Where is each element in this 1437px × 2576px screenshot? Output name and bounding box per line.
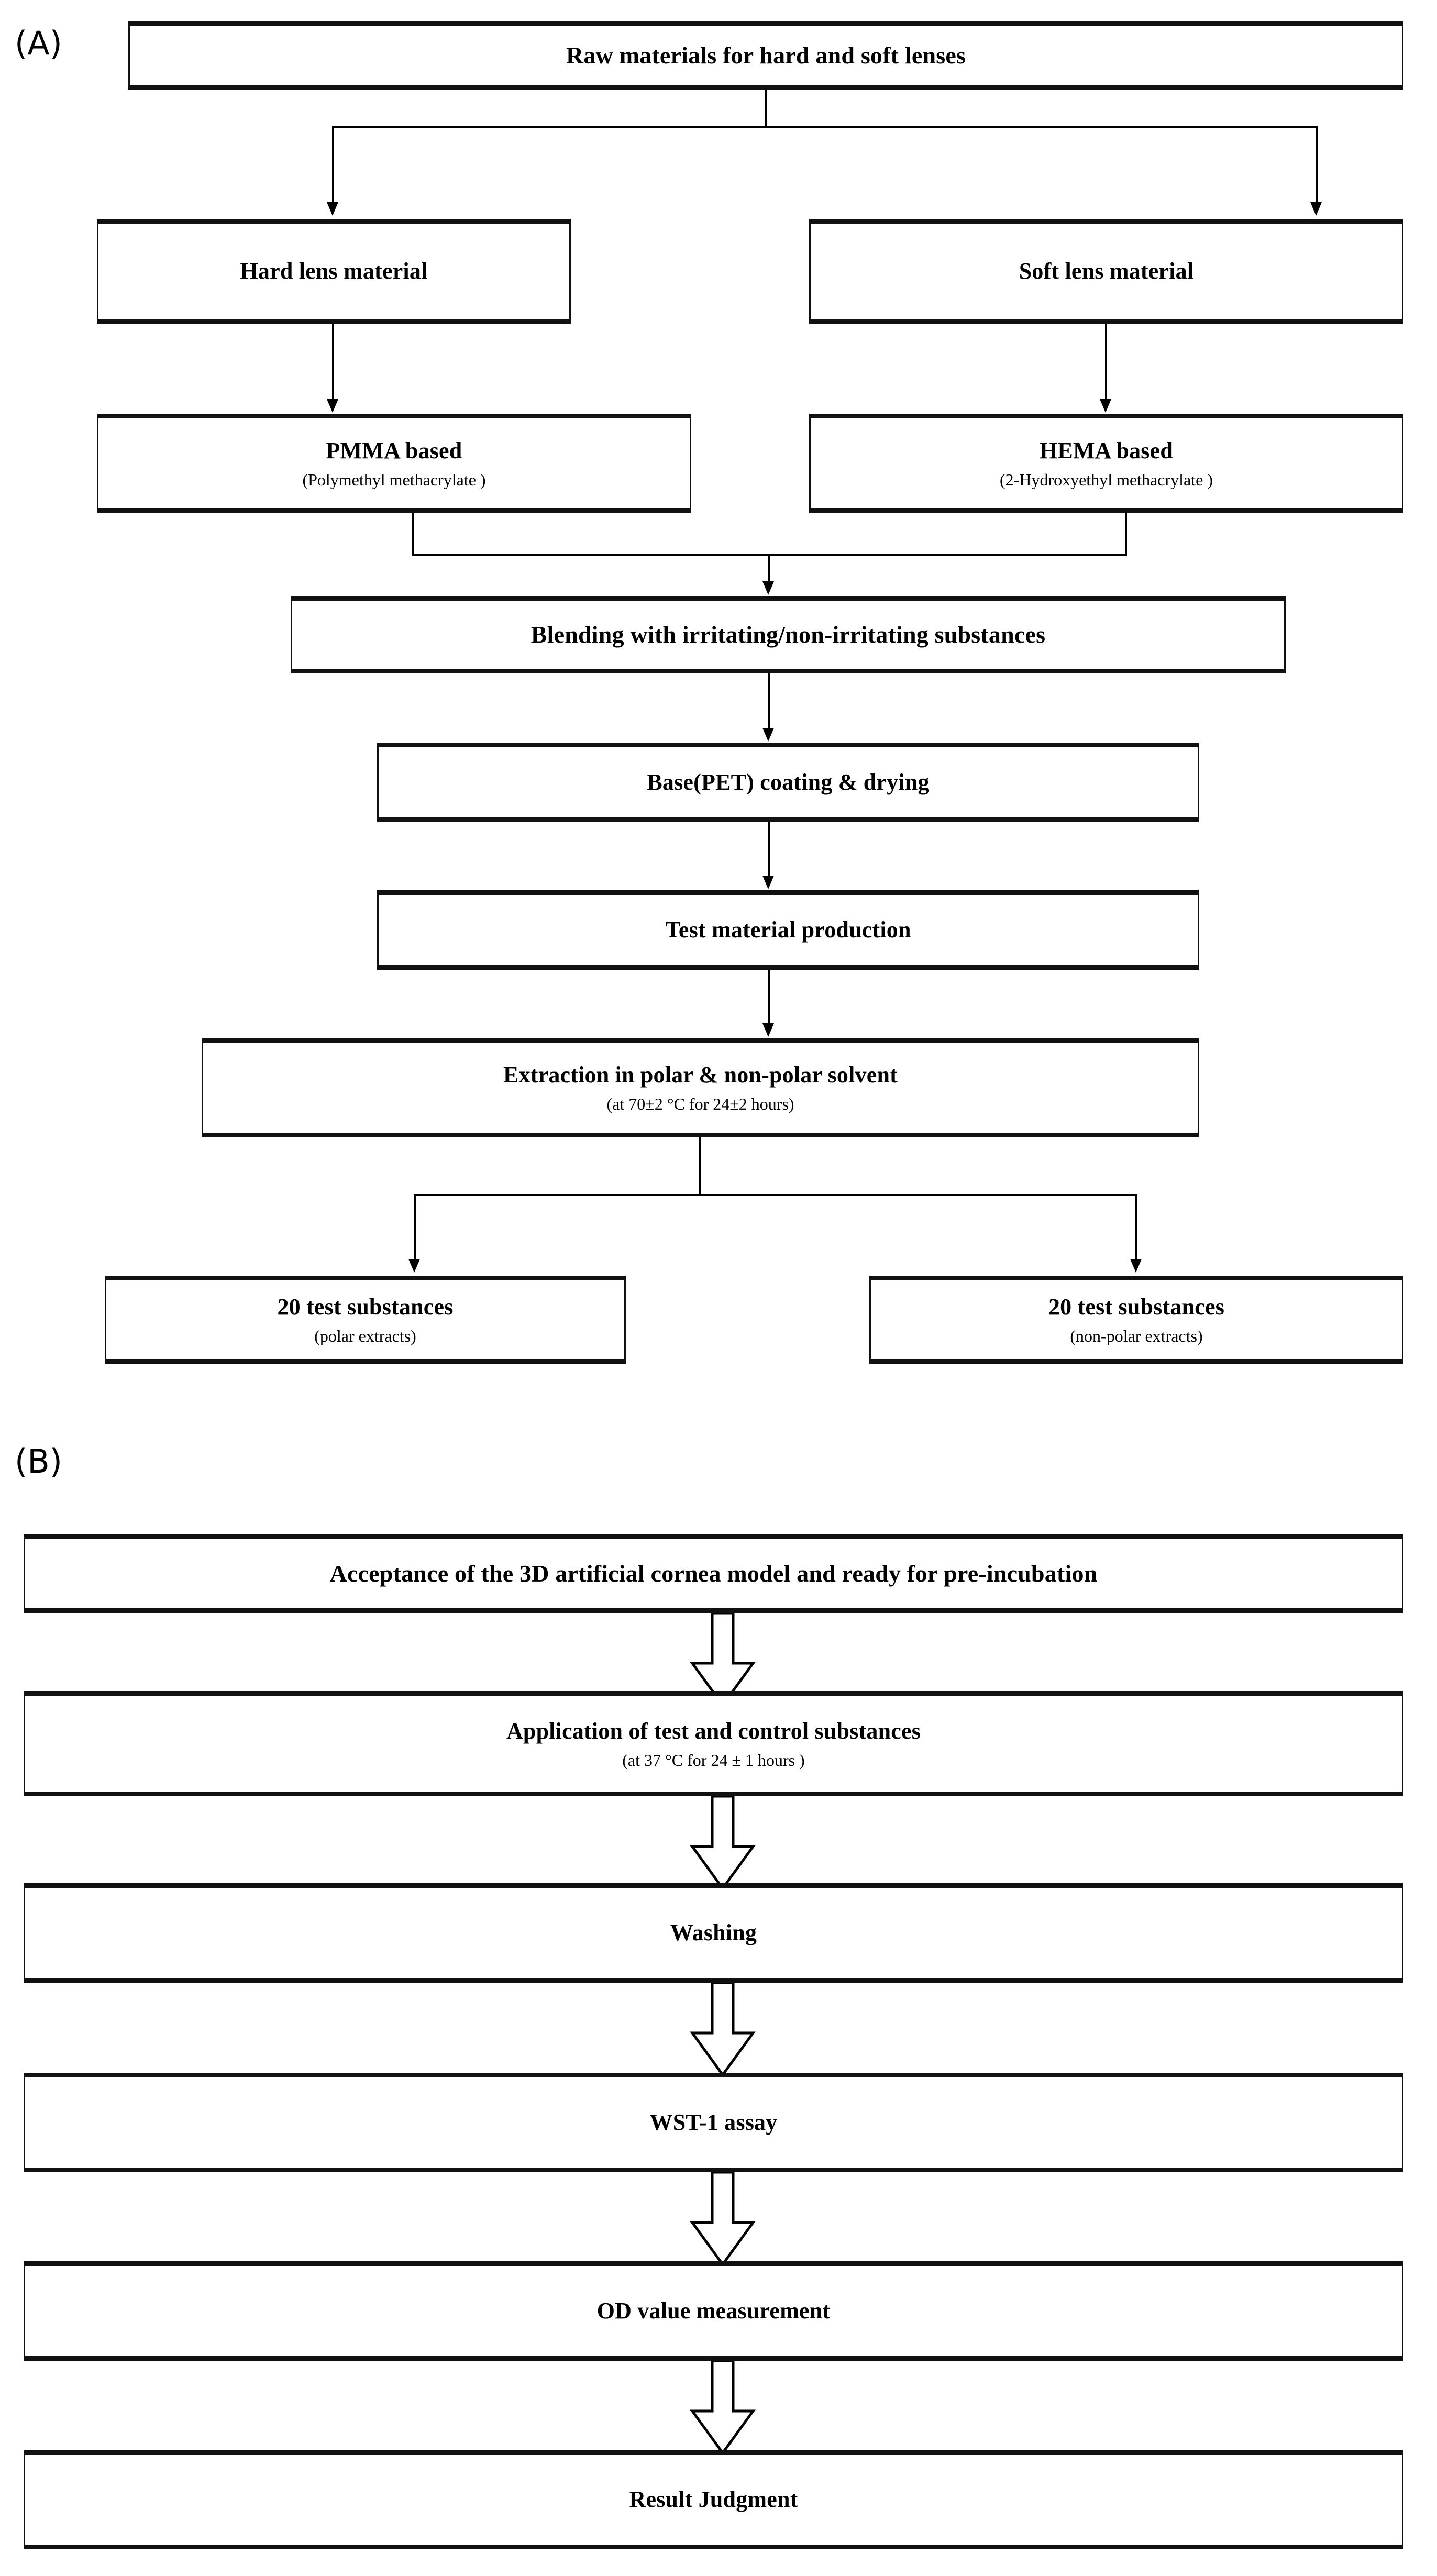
node-hard-lens-material: Hard lens material [97,219,571,324]
node-hema-based: HEMA based (2-Hydroxyethyl methacrylate … [809,414,1403,513]
node-blending: Blending with irritating/non-irritating … [291,596,1286,673]
block-arrow-acceptance-to-application [681,1613,765,1707]
node-pmma-based-title: PMMA based [326,437,462,463]
connector-coating-to-testmaterial [768,822,770,879]
arrowhead-to-hard-lens [327,202,338,216]
node-washing-title: Washing [670,1920,757,1946]
arrowhead-to-pmma [327,399,338,413]
node-od-value-measurement-title: OD value measurement [596,2298,831,2324]
node-result-judgment-title: Result Judgment [629,2486,798,2513]
node-acceptance-title: Acceptance of the 3D artificial cornea m… [329,1560,1098,1587]
connector-extraction-right [1135,1194,1137,1262]
panel-b-label: (B) [15,1442,62,1480]
node-hard-lens-material-title: Hard lens material [240,258,428,284]
connector-soft-to-hema [1105,324,1107,402]
connector-hard-to-pmma [332,324,334,402]
node-polar-extracts-title: 20 test substances [277,1293,454,1320]
arrowhead-to-nonpolar [1130,1259,1142,1273]
node-pmma-based: PMMA based (Polymethyl methacrylate ) [97,414,691,513]
node-soft-lens-material-title: Soft lens material [1019,258,1194,284]
node-wst1-assay-title: WST-1 assay [649,2109,778,2136]
node-washing: Washing [24,1883,1403,1983]
connector-merge-stem [768,554,770,584]
node-raw-materials-title: Raw materials for hard and soft lenses [566,42,966,69]
node-nonpolar-extracts-title: 20 test substances [1048,1293,1225,1320]
node-test-material-production-title: Test material production [665,917,911,943]
node-result-judgment: Result Judgment [24,2450,1403,2549]
node-nonpolar-extracts-subtitle: (non-polar extracts) [1070,1326,1203,1346]
node-nonpolar-extracts: 20 test substances (non-polar extracts) [869,1276,1403,1364]
node-soft-lens-material: Soft lens material [809,219,1403,324]
arrowhead-to-polar [408,1259,420,1273]
connector-testmaterial-to-extraction [768,970,770,1026]
arrowhead-to-blending [762,581,774,595]
node-blending-title: Blending with irritating/non-irritating … [530,621,1046,648]
node-od-value-measurement: OD value measurement [24,2261,1403,2361]
node-pmma-based-subtitle: (Polymethyl methacrylate ) [302,470,486,490]
connector-pmma-down [412,513,414,556]
node-hema-based-subtitle: (2-Hydroxyethyl methacrylate ) [1000,470,1213,490]
block-arrow-od-to-result [681,2361,765,2455]
connector-split-right [1316,126,1318,204]
node-extraction-title: Extraction in polar & non-polar solvent [503,1062,898,1088]
connector-hema-down [1125,513,1127,556]
arrowhead-to-extraction [762,1023,774,1037]
connector-split-left [332,126,334,204]
connector-blending-to-coating [768,673,770,731]
panel-a-label: (A) [15,24,62,62]
arrowhead-to-testmaterial [762,876,774,889]
node-polar-extracts: 20 test substances (polar extracts) [105,1276,626,1364]
connector-extraction-left [414,1194,416,1262]
node-test-material-production: Test material production [377,890,1199,970]
arrowhead-to-soft-lens [1310,202,1322,216]
node-extraction: Extraction in polar & non-polar solvent … [202,1038,1199,1137]
arrowhead-to-coating [762,728,774,742]
node-polar-extracts-subtitle: (polar extracts) [314,1326,416,1346]
connector-raw-to-split [765,90,767,127]
node-raw-materials: Raw materials for hard and soft lenses [128,21,1403,90]
node-hema-based-title: HEMA based [1039,437,1174,463]
node-application: Application of test and control substanc… [24,1691,1403,1796]
connector-extraction-stem [699,1137,701,1195]
arrowhead-to-hema [1100,399,1111,413]
node-base-pet-coating-title: Base(PET) coating & drying [647,769,930,795]
node-extraction-subtitle: (at 70±2 °C for 24±2 hours) [606,1094,794,1114]
node-wst1-assay: WST-1 assay [24,2073,1403,2172]
block-arrow-washing-to-wst1 [681,1983,765,2077]
block-arrow-wst1-to-od [681,2172,765,2267]
node-application-title: Application of test and control substanc… [506,1718,921,1744]
node-acceptance: Acceptance of the 3D artificial cornea m… [24,1534,1403,1613]
connector-split-bar [333,126,1318,128]
block-arrow-application-to-washing [681,1796,765,1890]
node-application-subtitle: (at 37 °C for 24 ± 1 hours ) [622,1751,805,1770]
connector-extraction-bar [415,1194,1137,1196]
node-base-pet-coating: Base(PET) coating & drying [377,743,1199,822]
